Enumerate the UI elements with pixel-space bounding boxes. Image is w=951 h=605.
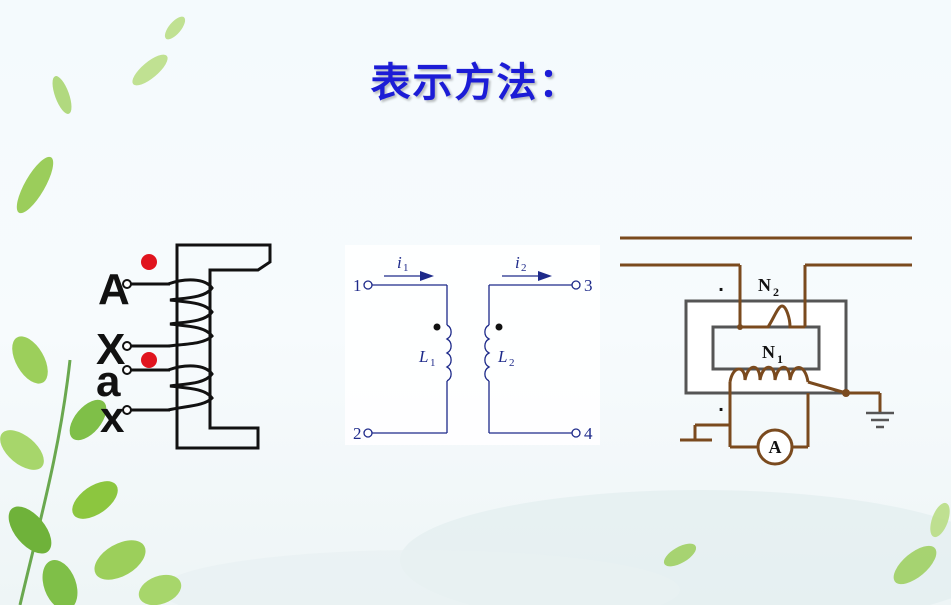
terminal-x — [122, 405, 132, 415]
inductor-label-L2-sub: 2 — [509, 357, 515, 369]
junction-point — [737, 324, 743, 330]
port-label-2: 2 — [353, 424, 362, 443]
secondary-winding-N1 — [680, 365, 882, 449]
inductor-label-L2: L — [497, 347, 507, 366]
leaf-icon — [16, 16, 186, 214]
primary-winding — [167, 278, 214, 348]
schematic-wires — [372, 284, 572, 434]
inductor-label-L1: L — [418, 347, 428, 366]
polarity-dot-primary — [141, 254, 157, 270]
winding-label-N2: N — [758, 275, 771, 295]
port-3-terminal — [571, 280, 581, 290]
port-4-terminal — [571, 428, 581, 438]
winding-label-N1-sub: 1 — [777, 352, 783, 366]
page-title: 表示方法： — [370, 60, 581, 106]
label-A: A — [98, 265, 130, 314]
dot-mark-L2 — [495, 323, 503, 331]
terminal-A — [122, 279, 132, 289]
port-2-terminal — [363, 428, 373, 438]
ground-icon — [866, 411, 894, 429]
current-label-i2: i — [515, 253, 520, 272]
label-X: X — [96, 325, 125, 374]
current-arrow-i2 — [502, 271, 552, 281]
ammeter-label: A — [769, 437, 782, 457]
ground-junction — [842, 389, 850, 397]
secondary-winding — [167, 364, 214, 412]
port-label-1: 1 — [353, 276, 362, 295]
current-label-i1-sub: 1 — [403, 262, 409, 274]
iron-core — [175, 243, 272, 450]
current-label-i2-sub: 2 — [521, 262, 527, 274]
dot-mark-L1 — [433, 323, 441, 331]
ammeter-icon — [756, 428, 794, 466]
plant-icon — [0, 336, 182, 605]
primary-conductor-N2 — [738, 265, 807, 329]
label-a: a — [96, 357, 121, 406]
inductor-label-L1-sub: 1 — [430, 357, 436, 369]
current-label-i1: i — [397, 253, 402, 272]
port-1-terminal — [363, 280, 373, 290]
polarity-dot-upper: . — [718, 276, 724, 295]
current-arrow-i1 — [384, 271, 434, 281]
leaf-icon — [663, 502, 950, 585]
terminal-X — [122, 341, 132, 351]
port-label-4: 4 — [584, 424, 593, 443]
polarity-dot-secondary — [141, 352, 157, 368]
polarity-dot-lower: . — [718, 396, 724, 415]
winding-label-N1: N — [762, 342, 775, 362]
port-label-3: 3 — [584, 276, 593, 295]
winding-label-N2-sub: 2 — [773, 285, 779, 299]
label-x: x — [100, 393, 125, 442]
schematic-panel — [345, 245, 600, 445]
terminal-a — [122, 365, 132, 375]
